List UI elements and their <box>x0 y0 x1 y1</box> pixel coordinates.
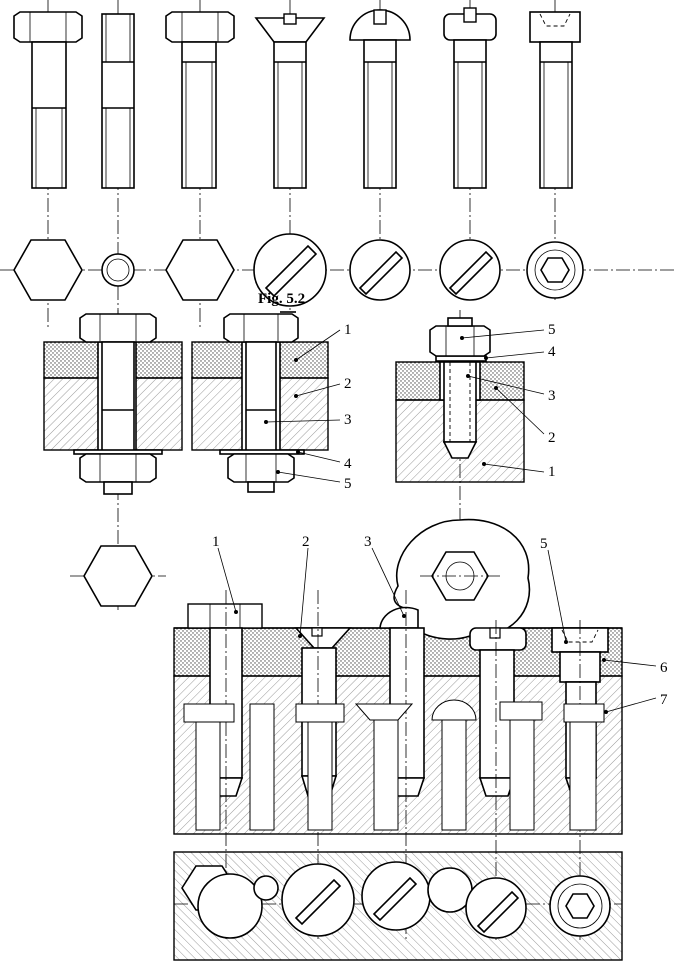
through-bolt-section-left <box>43 310 183 610</box>
assembly-callout-2: 2 <box>302 534 310 550</box>
callout-2: 2 <box>344 376 352 392</box>
callout-1: 1 <box>344 322 352 338</box>
hex-nut-plan-view <box>70 545 166 607</box>
cheese-head-screw-elevation <box>443 7 497 189</box>
callout-3: 3 <box>344 412 352 428</box>
stud-callout-3: 3 <box>548 388 556 404</box>
plan-views-row <box>13 233 584 307</box>
figure-title: Fig. 5.2 <box>258 291 305 307</box>
hex-bolt-elevation <box>13 11 83 189</box>
stud-callout-4: 4 <box>548 344 556 360</box>
assembly-callout-3: 3 <box>364 534 372 550</box>
assembly-callout-5: 5 <box>540 536 548 552</box>
stud-elevation <box>101 13 135 189</box>
stud-callout-1: 1 <box>548 464 556 480</box>
assembly-section: 1 2 3 5 6 7 <box>173 518 668 940</box>
assembly-callout-6: 6 <box>660 660 668 676</box>
hex-bolt-long-thread-elevation <box>165 11 235 189</box>
stud-section: 5 4 3 2 1 <box>395 310 556 520</box>
through-bolt-section-right: 1 2 3 4 5 <box>191 313 352 493</box>
stud-callout-2: 2 <box>548 430 556 446</box>
countersunk-screw-elevation <box>254 13 326 189</box>
round-head-screw-elevation <box>349 9 411 189</box>
socket-head-screw-elevation <box>529 11 581 189</box>
callout-4: 4 <box>344 456 352 472</box>
assembly-callout-1: 1 <box>212 534 220 550</box>
assembly-callout-7: 7 <box>660 692 668 708</box>
assembly-plan-strip <box>173 851 623 961</box>
callout-5: 5 <box>344 476 352 492</box>
stud-callout-5: 5 <box>548 322 556 338</box>
